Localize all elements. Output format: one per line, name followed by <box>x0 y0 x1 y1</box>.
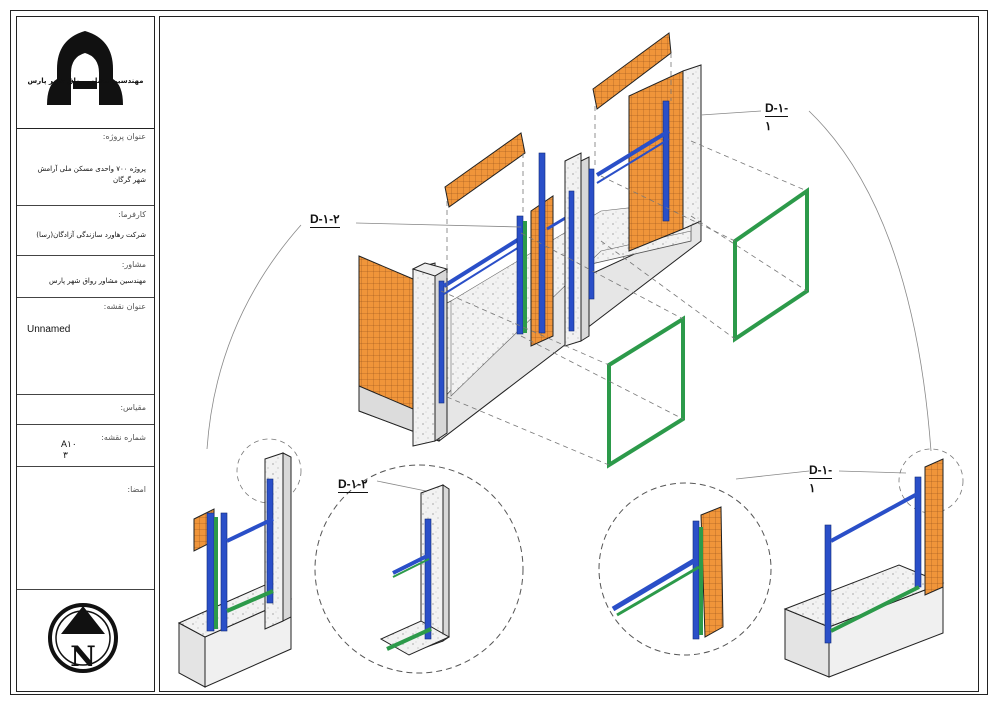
callout-bottom-right: D-۱- ۱ <box>809 463 833 495</box>
contractor-value: شرکت رهاورد سازندگی آزادگان(رسا) <box>36 231 146 239</box>
project-value: پروژه ۷۰۰ واحدی مسکن ملی آرامش شهر گرگان <box>37 165 147 184</box>
exploded-frame-right <box>733 187 809 343</box>
sheet-number-label: شماره نقشه: <box>101 433 146 442</box>
detail-bottom-right <box>783 448 964 678</box>
main-model <box>358 32 702 447</box>
signature-label: امضا: <box>127 485 146 494</box>
callout-bottom-left: D-۱-۲ <box>338 477 368 493</box>
callout-top-right: D-۱- ۱ <box>765 101 789 133</box>
leader-arcs <box>206 110 932 492</box>
sheet-border <box>10 10 988 695</box>
contractor-cell: کارفرما: شرکت رهاورد سازندگی آزادگان(رسا… <box>17 206 154 256</box>
callout-top-left: D-۱-۲ <box>310 212 340 228</box>
project-label: عنوان پروژه: <box>102 132 146 141</box>
detail-circle-right <box>598 482 772 656</box>
sheet-title-value: Unnamed <box>27 324 71 335</box>
consultant-cell: مشاور: مهندسین مشاور رواق شهر پارس <box>17 256 154 298</box>
company-name: مهندسین مشاور رواق شهر پارس <box>27 77 144 85</box>
detail-bottom-left <box>177 438 302 688</box>
company-logo <box>47 31 123 105</box>
sheet-number-value: A۱۰ <box>61 439 77 449</box>
north-letter: N <box>70 640 96 673</box>
project-cell: عنوان پروژه: پروژه ۷۰۰ واحدی مسکن ملی آر… <box>17 128 154 206</box>
detail-circle-left <box>314 464 524 674</box>
scale-cell: مقیاس: <box>17 395 154 425</box>
scale-label: مقیاس: <box>120 403 146 412</box>
contractor-label: کارفرما: <box>118 210 146 219</box>
drawing-area: D-۱-۲ D-۱- ۱ D-۱-۲ D-۱- ۱ <box>159 16 979 692</box>
consultant-label: مشاور: <box>121 260 146 269</box>
title-block: مهندسین مشاور رواق شهر پارس عنوان پروژه:… <box>16 16 155 692</box>
signature-cell: امضا: <box>17 467 154 590</box>
north-arrow-cell: N <box>17 590 154 691</box>
sheet-title-label: عنوان نقشه: <box>103 302 146 311</box>
projection-lines <box>440 53 808 466</box>
sheet-number-cell: شماره نقشه: A۱۰ ۳ <box>17 425 154 467</box>
logo-cell: مهندسین مشاور رواق شهر پارس <box>17 17 154 129</box>
exploded-frame-left <box>607 315 685 469</box>
north-arrow-icon: N <box>48 603 118 673</box>
sheet-number-value-2: ۳ <box>63 450 68 460</box>
isometric-drawing <box>177 32 964 688</box>
sheet-title-cell: عنوان نقشه: Unnamed <box>17 298 154 395</box>
consultant-value: مهندسین مشاور رواق شهر پارس <box>49 277 146 285</box>
